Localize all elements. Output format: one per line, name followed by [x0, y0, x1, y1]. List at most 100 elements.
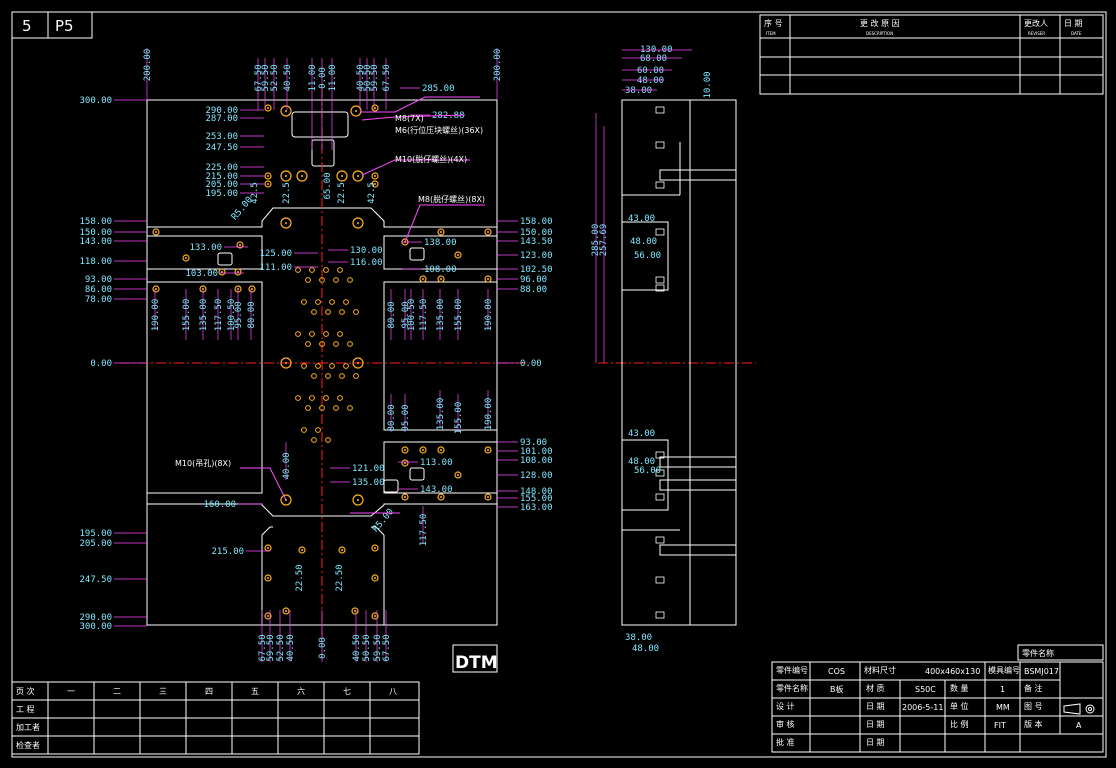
sign-col-label: 五 [251, 687, 259, 696]
hole [248, 285, 256, 293]
hole [282, 607, 290, 615]
hole [401, 459, 409, 467]
dim-label: 290.00 [79, 613, 112, 623]
callout-m10-b: M10(吊孔)(8X) [175, 459, 231, 468]
core-pin [347, 405, 353, 411]
tb-qty: 1 [1000, 685, 1005, 694]
side-hole [655, 284, 665, 292]
dim-label: 48.00 [632, 644, 659, 654]
dim-label: 88.00 [520, 285, 547, 295]
insert-pocket [146, 207, 498, 517]
hole [351, 607, 359, 615]
dim-label: 128.00 [520, 471, 553, 481]
dim-label: 215.00 [211, 547, 244, 557]
hole-center [440, 496, 442, 498]
pocket-rect-2 [311, 139, 335, 167]
dim-label: 67.50 [254, 64, 264, 91]
hole-center [374, 547, 376, 549]
dim-label: 282.88 [432, 111, 465, 121]
pocket-rect-6 [383, 479, 399, 493]
tb-scale: FIT [994, 721, 1006, 730]
tb-part-no-label: 零件编号 [776, 665, 808, 675]
hole-center [374, 577, 376, 579]
dim-label: 59.50 [370, 64, 380, 91]
dim-label: 225.00 [205, 163, 238, 173]
dim-label: 42.5 [250, 182, 260, 204]
bolt-hole [280, 217, 292, 229]
hole-center [404, 496, 406, 498]
core-pin [333, 277, 339, 283]
bolt-hole [296, 170, 308, 182]
sign-col-label: 三 [159, 687, 167, 696]
hole-center [237, 271, 239, 273]
side-holes [595, 49, 692, 619]
hole [371, 180, 379, 188]
bolt-hole [280, 357, 292, 369]
side-hole [655, 228, 665, 236]
dim-label: 67.50 [382, 64, 392, 91]
sign-col-label: 一 [67, 687, 75, 696]
dim-label: 195.00 [205, 189, 238, 199]
dim-label: 68.00 [640, 54, 667, 64]
hole [419, 275, 427, 283]
hole-center [341, 549, 343, 551]
dim-label: 117.50 [214, 299, 224, 332]
hole [484, 446, 492, 454]
callout-leaders [240, 96, 485, 514]
dim-label: 200.00 [143, 49, 153, 82]
dim-label: 300.00 [79, 622, 112, 632]
dim-label: 130.00 [350, 246, 383, 256]
core-pin [301, 427, 307, 433]
dim-label: 67.50 [258, 634, 268, 661]
sign-col-label: 八 [389, 687, 397, 696]
hole [234, 268, 242, 276]
tb-version-label: 版 本 [1024, 719, 1043, 729]
hole [437, 275, 445, 283]
core-pin [333, 405, 339, 411]
dim-label: 42.5 [367, 182, 377, 204]
hole [484, 275, 492, 283]
dim-label: 86.00 [85, 285, 112, 295]
sign-row-label: 检查者 [16, 740, 40, 750]
callout-m10: M10(脱仔螺丝)(4X) [395, 154, 467, 164]
projection-symbol [1063, 703, 1095, 715]
tb-part-no: COS [828, 667, 845, 676]
core-pin [323, 395, 329, 401]
dim-label: 43.00 [628, 214, 655, 224]
hole-center [285, 362, 287, 364]
dim-label: 52.50 [270, 64, 280, 91]
dim-label: 48.00 [630, 237, 657, 247]
dim-label: 80.00 [387, 404, 397, 431]
core-pin [323, 331, 329, 337]
hole [152, 285, 160, 293]
callout-m8: M8(7X) [395, 114, 424, 123]
dim-label: 143.50 [520, 237, 553, 247]
tb-date-label-3: 日 期 [866, 738, 885, 747]
dim-label: 155.00 [520, 494, 553, 504]
sign-col-label: 二 [113, 687, 121, 696]
tb-part: B板 [830, 684, 844, 694]
dim-label: 108.00 [520, 456, 553, 466]
holes-layer [152, 104, 492, 620]
revision-table [759, 14, 1104, 95]
lower-recess [261, 526, 385, 625]
side-hole [655, 181, 665, 189]
dim-label: 38.00 [625, 633, 652, 643]
core-pin [347, 277, 353, 283]
side-hole [655, 276, 665, 284]
side-hole [655, 106, 665, 114]
hole-center [285, 610, 287, 612]
hole-center [267, 615, 269, 617]
dim-label: 190.00 [151, 299, 161, 332]
core-pin [337, 267, 343, 273]
dim-label: 80.00 [387, 301, 397, 328]
dim-label: 43.00 [628, 429, 655, 439]
core-pin [309, 395, 315, 401]
hole [218, 268, 226, 276]
hole [264, 180, 272, 188]
core-pin [315, 363, 321, 369]
side-hole [655, 141, 665, 149]
hole-center [422, 449, 424, 451]
tb-unit-label: 单 位 [950, 701, 969, 711]
tb-remark-label: 备 注 [1024, 683, 1043, 693]
